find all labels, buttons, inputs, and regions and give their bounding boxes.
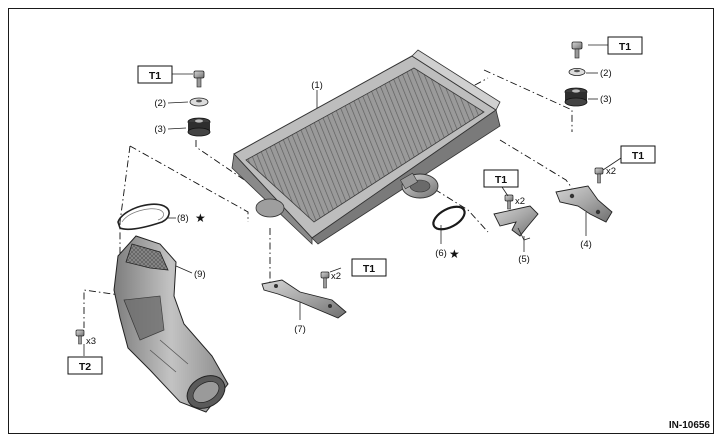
callout-air-duct: (9) <box>194 269 206 280</box>
right-bracket <box>555 185 613 223</box>
callout-washer-right: (2) <box>600 68 612 79</box>
leader-lines <box>83 44 622 356</box>
torque-label: T1 <box>495 174 507 186</box>
callout-washer-left: (2) <box>154 98 166 109</box>
left-mount-hardware <box>187 70 211 137</box>
quantity-label: x3 <box>86 336 96 347</box>
reference-code: IN-10656 <box>669 420 711 431</box>
callout-bracket-lower: (7) <box>294 324 306 335</box>
quantity-label: x2 <box>515 196 525 207</box>
diagram-frame <box>8 8 714 434</box>
torque-label: T1 <box>363 263 375 275</box>
bolt-icon <box>571 41 583 59</box>
torque-label: T2 <box>79 361 91 373</box>
cushion-icon <box>187 117 211 137</box>
callout-cushion-left: (3) <box>154 124 166 135</box>
callout-bracket-right: (4) <box>580 239 592 250</box>
torque-label: T1 <box>619 41 631 53</box>
right-mount-hardware <box>564 41 588 107</box>
callout-gasket: (8) <box>177 213 189 224</box>
torque-label: T1 <box>632 150 644 162</box>
bolt-icon <box>504 194 514 210</box>
callout-intercooler: (1) <box>311 80 323 91</box>
star-icon: ★ <box>195 211 206 225</box>
cushion-icon <box>564 87 588 107</box>
callout-o-ring: (6) <box>435 248 447 259</box>
callout-bracket-clip: (5) <box>518 254 530 265</box>
washer-icon <box>568 68 586 77</box>
bolt-icon <box>594 167 604 184</box>
gasket <box>117 203 170 231</box>
callout-cushion-right: (3) <box>600 94 612 105</box>
intercooler <box>231 49 501 245</box>
air-duct <box>113 235 229 413</box>
star-icon: ★ <box>449 247 460 261</box>
lower-bracket <box>261 279 347 319</box>
quantity-label: x2 <box>606 166 616 177</box>
o-ring <box>432 205 466 231</box>
bracket-clip <box>493 205 539 241</box>
quantity-label: x2 <box>331 271 341 282</box>
washer-icon <box>189 97 209 107</box>
torque-boxes <box>67 36 656 375</box>
bolt-icon <box>320 271 330 289</box>
bolt-icon <box>193 70 205 88</box>
bolt-icon <box>75 329 85 345</box>
torque-label: T1 <box>149 70 161 82</box>
